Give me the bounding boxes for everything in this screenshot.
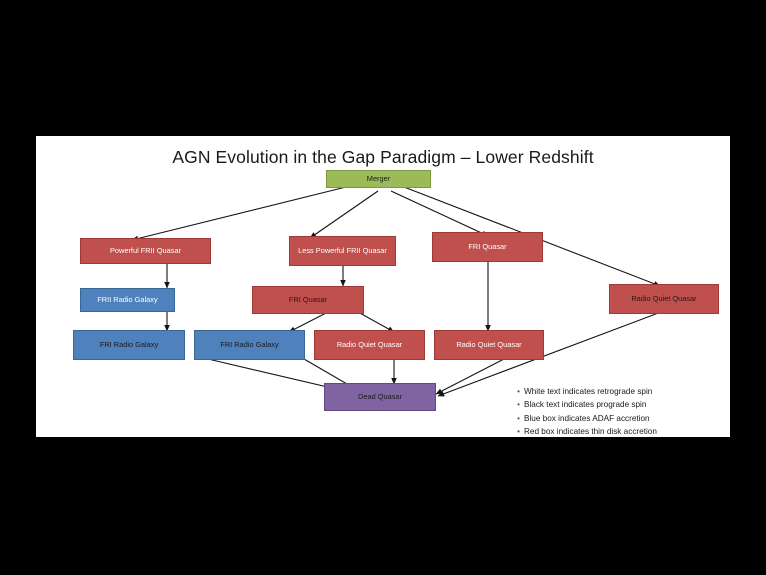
- legend-item-label: Red box indicates thin disk accretion: [524, 427, 657, 437]
- node-label: Dead Quasar: [358, 392, 402, 401]
- bullet-icon: •: [517, 427, 520, 437]
- bullet-icon: •: [517, 413, 520, 423]
- legend-item-label: Blue box indicates ADAF accretion: [524, 413, 650, 423]
- bullet-icon: •: [517, 400, 520, 410]
- node-label: FRII Radio Galaxy: [97, 295, 158, 304]
- node-fri-radio-galaxy-1[interactable]: FRI Radio Galaxy: [73, 330, 185, 360]
- node-label: Powerful FRII Quasar: [109, 246, 182, 255]
- node-label: Merger: [366, 174, 391, 183]
- bullet-icon: •: [517, 387, 520, 396]
- node-label: FRI Quasar: [288, 295, 328, 304]
- legend-item-label: Black text indicates prograde spin: [524, 400, 647, 410]
- node-label: Radio Quiet Quasar: [336, 340, 403, 349]
- node-label: Radio Quiet Quasar: [456, 340, 522, 349]
- node-label: FRI Radio Galaxy: [99, 340, 159, 349]
- node-powerful-frii-quasar[interactable]: Powerful FRII Quasar: [80, 238, 211, 264]
- node-radio-quiet-quasar-right[interactable]: Radio Quiet Quasar: [609, 284, 719, 314]
- node-label: FRI Radio Galaxy: [220, 340, 279, 349]
- node-less-powerful-frii-quasar[interactable]: Less Powerful FRII Quasar: [289, 236, 396, 266]
- node-fri-quasar-top[interactable]: FRI Quasar: [432, 232, 543, 262]
- node-dead-quasar[interactable]: Dead Quasar: [324, 383, 436, 411]
- node-fri-radio-galaxy-2[interactable]: FRI Radio Galaxy: [194, 330, 305, 360]
- legend-item: • Black text indicates prograde spin: [513, 399, 728, 411]
- node-merger[interactable]: Merger: [326, 170, 431, 188]
- legend-item: • White text indicates retrograde spin: [513, 386, 728, 398]
- legend-item: • Blue box indicates ADAF accretion: [513, 413, 728, 425]
- page-title: AGN Evolution in the Gap Paradigm – Lowe…: [172, 147, 594, 167]
- node-label: FRI Quasar: [468, 242, 507, 251]
- node-label: Less Powerful FRII Quasar: [298, 246, 387, 255]
- node-fri-quasar-mid[interactable]: FRI Quasar: [252, 286, 364, 314]
- node-label: Radio Quiet Quasar: [631, 294, 697, 303]
- node-radio-quiet-quasar-1[interactable]: Radio Quiet Quasar: [314, 330, 425, 360]
- node-radio-quiet-quasar-2[interactable]: Radio Quiet Quasar: [434, 330, 544, 360]
- legend-item-label: White text indicates retrograde spin: [524, 387, 653, 396]
- slide-body: AGN Evolution in the Gap Paradigm – Lowe…: [36, 136, 730, 437]
- legend: • White text indicates retrograde spin •…: [513, 386, 728, 437]
- legend-item: • Red box indicates thin disk accretion: [513, 426, 728, 437]
- node-frii-radio-galaxy[interactable]: FRII Radio Galaxy: [80, 288, 175, 312]
